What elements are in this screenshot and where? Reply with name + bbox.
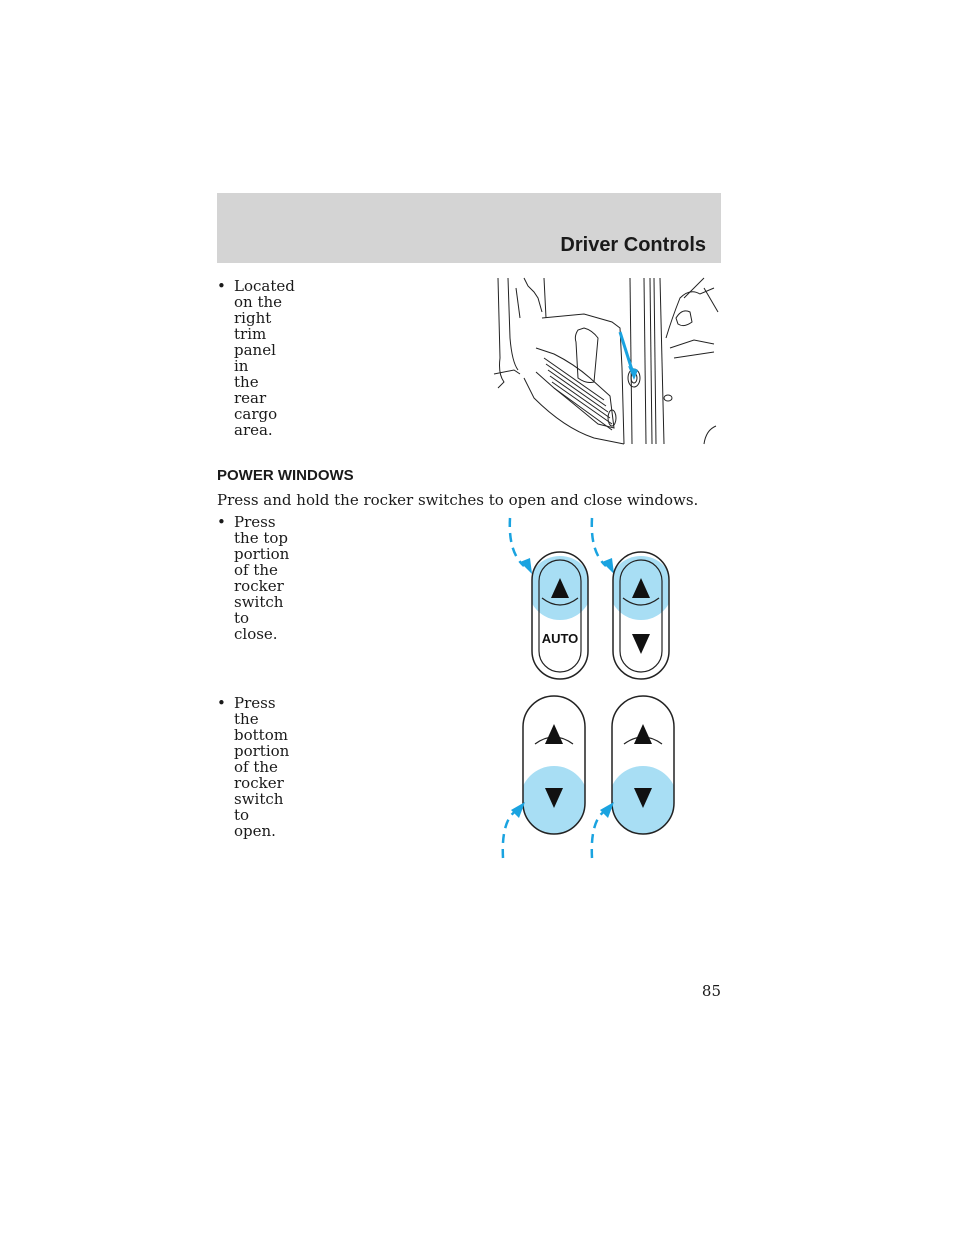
- bullet-text: Located on the right trim panel in the r…: [234, 277, 295, 439]
- rocker-switch-open-illustration: [501, 695, 675, 859]
- bullet-text: Press the top portion of the rocker swit…: [234, 513, 290, 643]
- bullet-dot: •: [217, 513, 226, 531]
- bullet-dot: •: [217, 277, 226, 295]
- section-intro: Press and hold the rocker switches to op…: [217, 491, 699, 509]
- section-heading: POWER WINDOWS: [217, 467, 354, 484]
- auto-label: AUTO: [542, 631, 579, 646]
- bullet-dot: •: [217, 694, 226, 712]
- cargo-trim-panel-illustration: [493, 277, 719, 445]
- page-header: Driver Controls: [217, 193, 721, 263]
- header-title: Driver Controls: [560, 234, 706, 256]
- rocker-switch-close-illustration: AUTO: [508, 517, 670, 680]
- page-number: 85: [701, 982, 721, 1000]
- bullet-text: Press the bottom portion of the rocker s…: [234, 694, 290, 840]
